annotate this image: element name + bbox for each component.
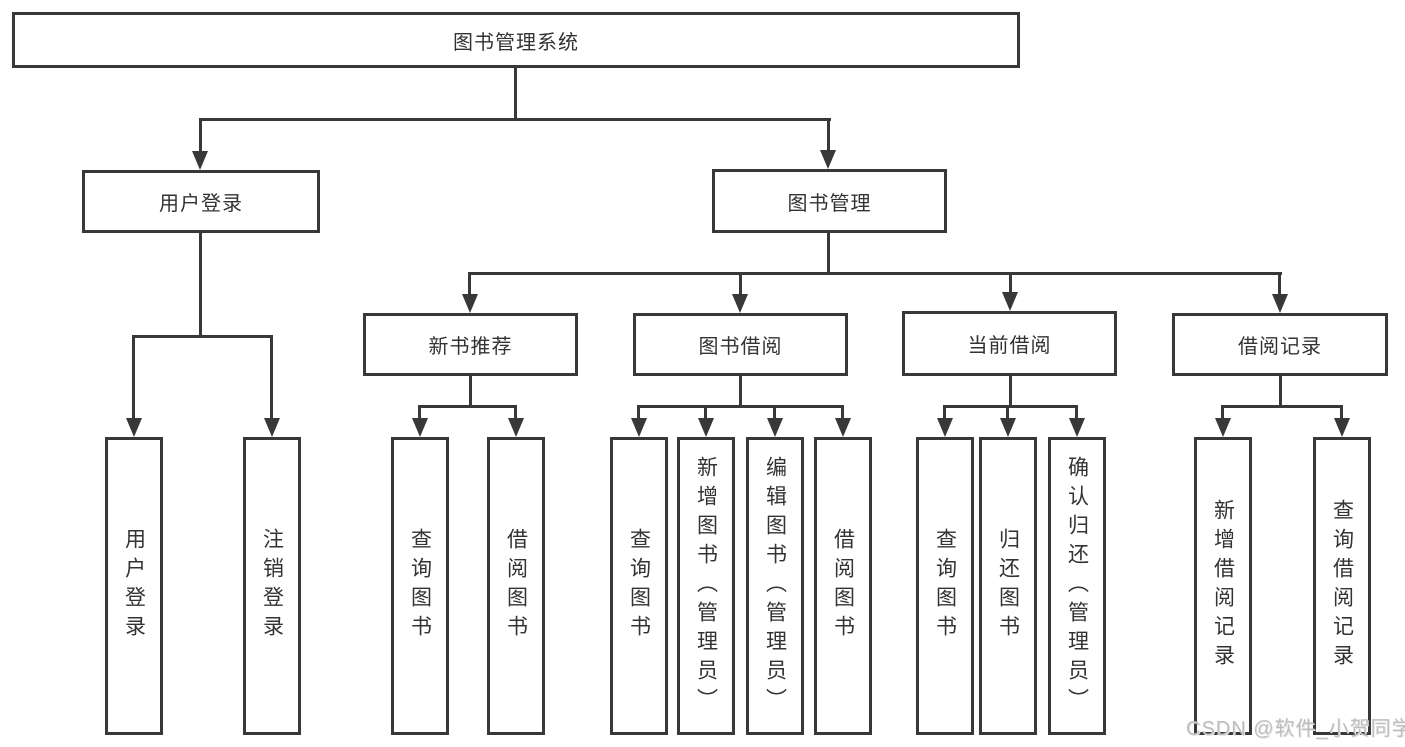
arrow-to-leaf [937,418,953,437]
connector-leaf-stem [943,405,946,420]
leaf-borrow-books-2: 借阅图书 [814,437,872,735]
leaf-add-borrow-record: 新增借阅记录 [1194,437,1252,735]
leaf-label: 编辑图书（管理员） [763,455,787,717]
connector-leaf-stem [418,405,421,420]
leaf-label: 新增图书（管理员） [694,455,718,717]
node-current-borrow: 当前借阅 [902,311,1117,376]
connector-leaf-stem [1006,405,1009,420]
arrow-to-leaf [1215,418,1231,437]
node-user-login: 用户登录 [82,170,320,233]
leaf-label: 查询图书 [627,528,651,644]
arrow-to-book-mgmt [820,150,836,169]
node-book-borrow: 图书借阅 [633,313,848,376]
leaf-query-borrow-record: 查询借阅记录 [1313,437,1371,735]
connector-newbook-stem [468,272,471,296]
connector-leaf-stem [1221,405,1224,420]
arrow-to-user-login [192,151,208,170]
leaf-label: 确认归还（管理员） [1065,455,1089,717]
arrow-to-leaf [1000,418,1016,437]
node-book-mgmt-label: 图书管理 [787,192,872,215]
connector-user-login-stem [199,118,202,154]
arrow-to-leaf [767,418,783,437]
node-book-borrow-label: 图书借阅 [698,336,783,358]
arrow-to-borrow-records [1272,294,1288,313]
arrow-to-leaf [698,418,714,437]
node-new-book-rec-label: 新书推荐 [428,336,513,358]
connector-book-mgmt-bar [468,272,1282,275]
connector-leaf-stem [704,405,707,420]
leaf-label: 查询图书 [933,528,957,644]
connector-bookborrow-stem [739,272,742,296]
connector-records-stem [1278,272,1281,296]
arrow-to-leaf [835,418,851,437]
arrow-to-book-borrow [732,294,748,313]
leaf-query-books-2: 查询图书 [610,437,668,735]
connector-leaf-stem [514,405,517,420]
node-root-library-system: 图书管理系统 [12,12,1020,68]
connector-currentborrow-stem [1009,272,1012,296]
leaf-label: 归还图书 [996,528,1020,644]
connector-leaf-stem [1075,405,1078,420]
connector-root-bar [199,118,831,121]
connector-g5-down [1279,376,1282,407]
leaf-query-books-3: 查询图书 [916,437,974,735]
connector-g2-bar [418,405,517,408]
connector-leaf-stem [637,405,640,420]
leaf-borrow-books-1: 借阅图书 [487,437,545,735]
arrow-to-leaf-login [126,418,142,437]
leaf-label: 查询借阅记录 [1330,499,1354,673]
connector-book-mgmt-down [827,233,830,272]
leaf-label: 借阅图书 [504,528,528,644]
node-borrow-records-label: 借阅记录 [1238,336,1322,358]
arrow-to-current-borrow [1002,292,1018,311]
leaf-label: 用户登录 [122,528,146,644]
arrow-to-new-book-rec [462,294,478,313]
leaf-logout: 注销登录 [243,437,301,735]
connector-root-stem [514,68,517,118]
connector-leaf-stem [1340,405,1343,420]
connector-g4-bar [943,405,1078,408]
connector-g5-bar [1221,405,1343,408]
node-root-label: 图书管理系统 [453,31,579,54]
leaf-return-books: 归还图书 [979,437,1037,735]
connector-leaf-stem [773,405,776,420]
connector-book-mgmt-stem [827,118,830,154]
arrow-to-leaf [1334,418,1350,437]
arrow-to-leaf [412,418,428,437]
leaf-label: 新增借阅记录 [1211,499,1235,673]
arrow-to-leaf [1069,418,1085,437]
leaf-add-books-admin: 新增图书（管理员） [677,437,735,735]
connector-leaf-stem [841,405,844,420]
connector-leaf-stem [270,335,273,419]
csdn-watermark: CSDN @软件_小贺同学 [1186,718,1405,740]
leaf-query-books-1: 查询图书 [391,437,449,735]
arrow-to-leaf-logout [264,418,280,437]
connector-user-login-down [199,233,202,335]
leaf-label: 借阅图书 [831,528,855,644]
connector-g3-bar [637,405,844,408]
connector-g2-down [469,376,472,407]
leaf-label: 查询图书 [408,528,432,644]
leaf-user-login: 用户登录 [105,437,163,735]
connector-g3-down [739,376,742,407]
arrow-to-leaf [631,418,647,437]
leaf-label: 注销登录 [260,528,284,644]
node-current-borrow-label: 当前借阅 [967,335,1052,357]
leaf-edit-books-admin: 编辑图书（管理员） [746,437,804,735]
node-borrow-records: 借阅记录 [1172,313,1388,376]
node-new-book-rec: 新书推荐 [363,313,578,376]
connector-leaf-stem [132,335,135,419]
connector-user-login-bar [132,335,273,338]
node-book-mgmt: 图书管理 [712,169,947,233]
arrow-to-leaf [508,418,524,437]
connector-g4-down [1009,376,1012,407]
node-user-login-label: 用户登录 [159,193,243,215]
leaf-confirm-return-admin: 确认归还（管理员） [1048,437,1106,735]
